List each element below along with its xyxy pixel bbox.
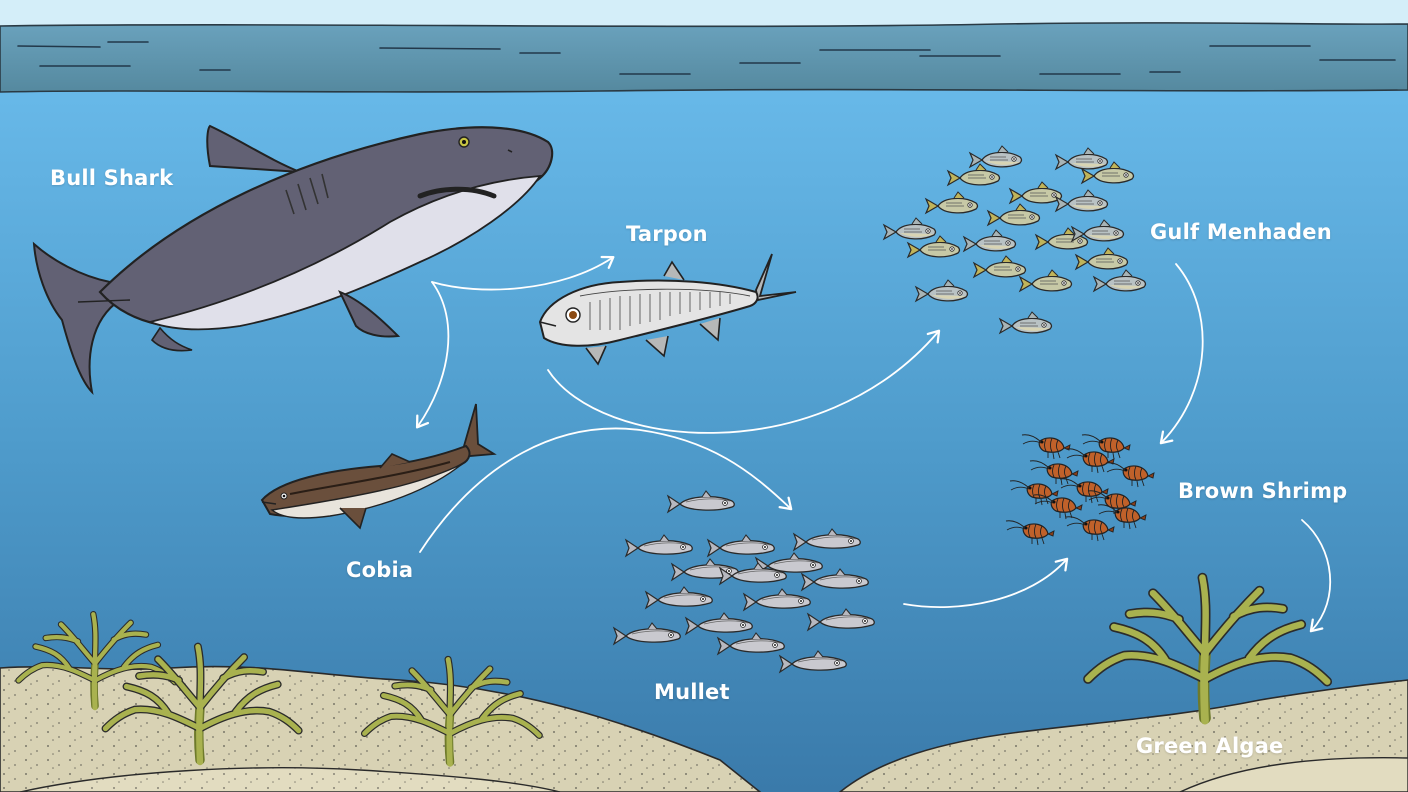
water-surface	[0, 22, 1408, 93]
label-tarpon: Tarpon	[626, 222, 708, 246]
label-green-algae: Green Algae	[1136, 734, 1284, 758]
label-cobia: Cobia	[346, 558, 414, 582]
label-gulf-menhaden: Gulf Menhaden	[1150, 220, 1332, 244]
label-bull-shark: Bull Shark	[50, 166, 174, 190]
shark-icon	[32, 124, 554, 395]
sky	[0, 0, 1408, 26]
label-brown-shrimp: Brown Shrimp	[1178, 479, 1348, 503]
tarpon-icon	[538, 253, 797, 366]
cobia-icon	[260, 403, 497, 530]
label-mullet: Mullet	[654, 680, 730, 704]
sea-floor	[0, 665, 1408, 792]
arrow-icon	[415, 255, 1332, 633]
